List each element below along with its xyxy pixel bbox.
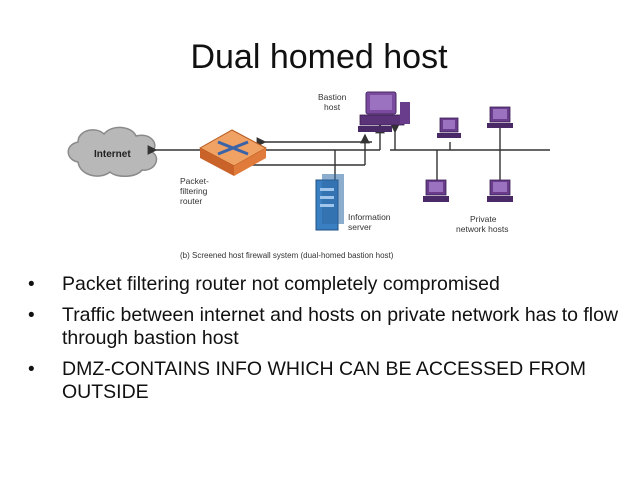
- network-diagram-svg: Internet: [67, 91, 550, 260]
- bastion-host-icon: [358, 91, 410, 132]
- bullet-item: • DMZ-CONTAINS INFO WHICH CAN BE ACCESSE…: [28, 358, 586, 403]
- diagram-caption: (b) Screened host firewall system (dual-…: [180, 251, 394, 260]
- router-icon: [198, 129, 268, 176]
- internet-label: Internet: [94, 149, 131, 160]
- bullet-list: • Packet filtering router not completely…: [26, 273, 626, 412]
- bullet-item: • Packet filtering router not completely…: [28, 273, 500, 295]
- network-diagram: Internet: [60, 90, 560, 265]
- private-host-icon: [487, 179, 513, 202]
- router-label: Packet- filtering router: [180, 176, 211, 206]
- information-server-icon: [315, 174, 344, 231]
- private-network-hosts-label: Private network hosts: [456, 214, 508, 234]
- private-host-icon: [487, 106, 513, 128]
- private-host-icon: [423, 179, 449, 202]
- bastion-host-label: Bastion host: [318, 92, 349, 112]
- bullet-dot: •: [28, 359, 35, 380]
- slide-title: Dual homed host: [190, 38, 448, 76]
- bullet-dot: •: [28, 274, 35, 295]
- connection-lines: [147, 123, 550, 180]
- bullet-item: • Traffic between internet and hosts on …: [28, 304, 619, 349]
- private-host-icon: [437, 117, 461, 138]
- bullet-dot: •: [28, 305, 35, 326]
- internet-cloud-icon: [67, 126, 158, 177]
- information-server-label: Information server: [348, 212, 393, 232]
